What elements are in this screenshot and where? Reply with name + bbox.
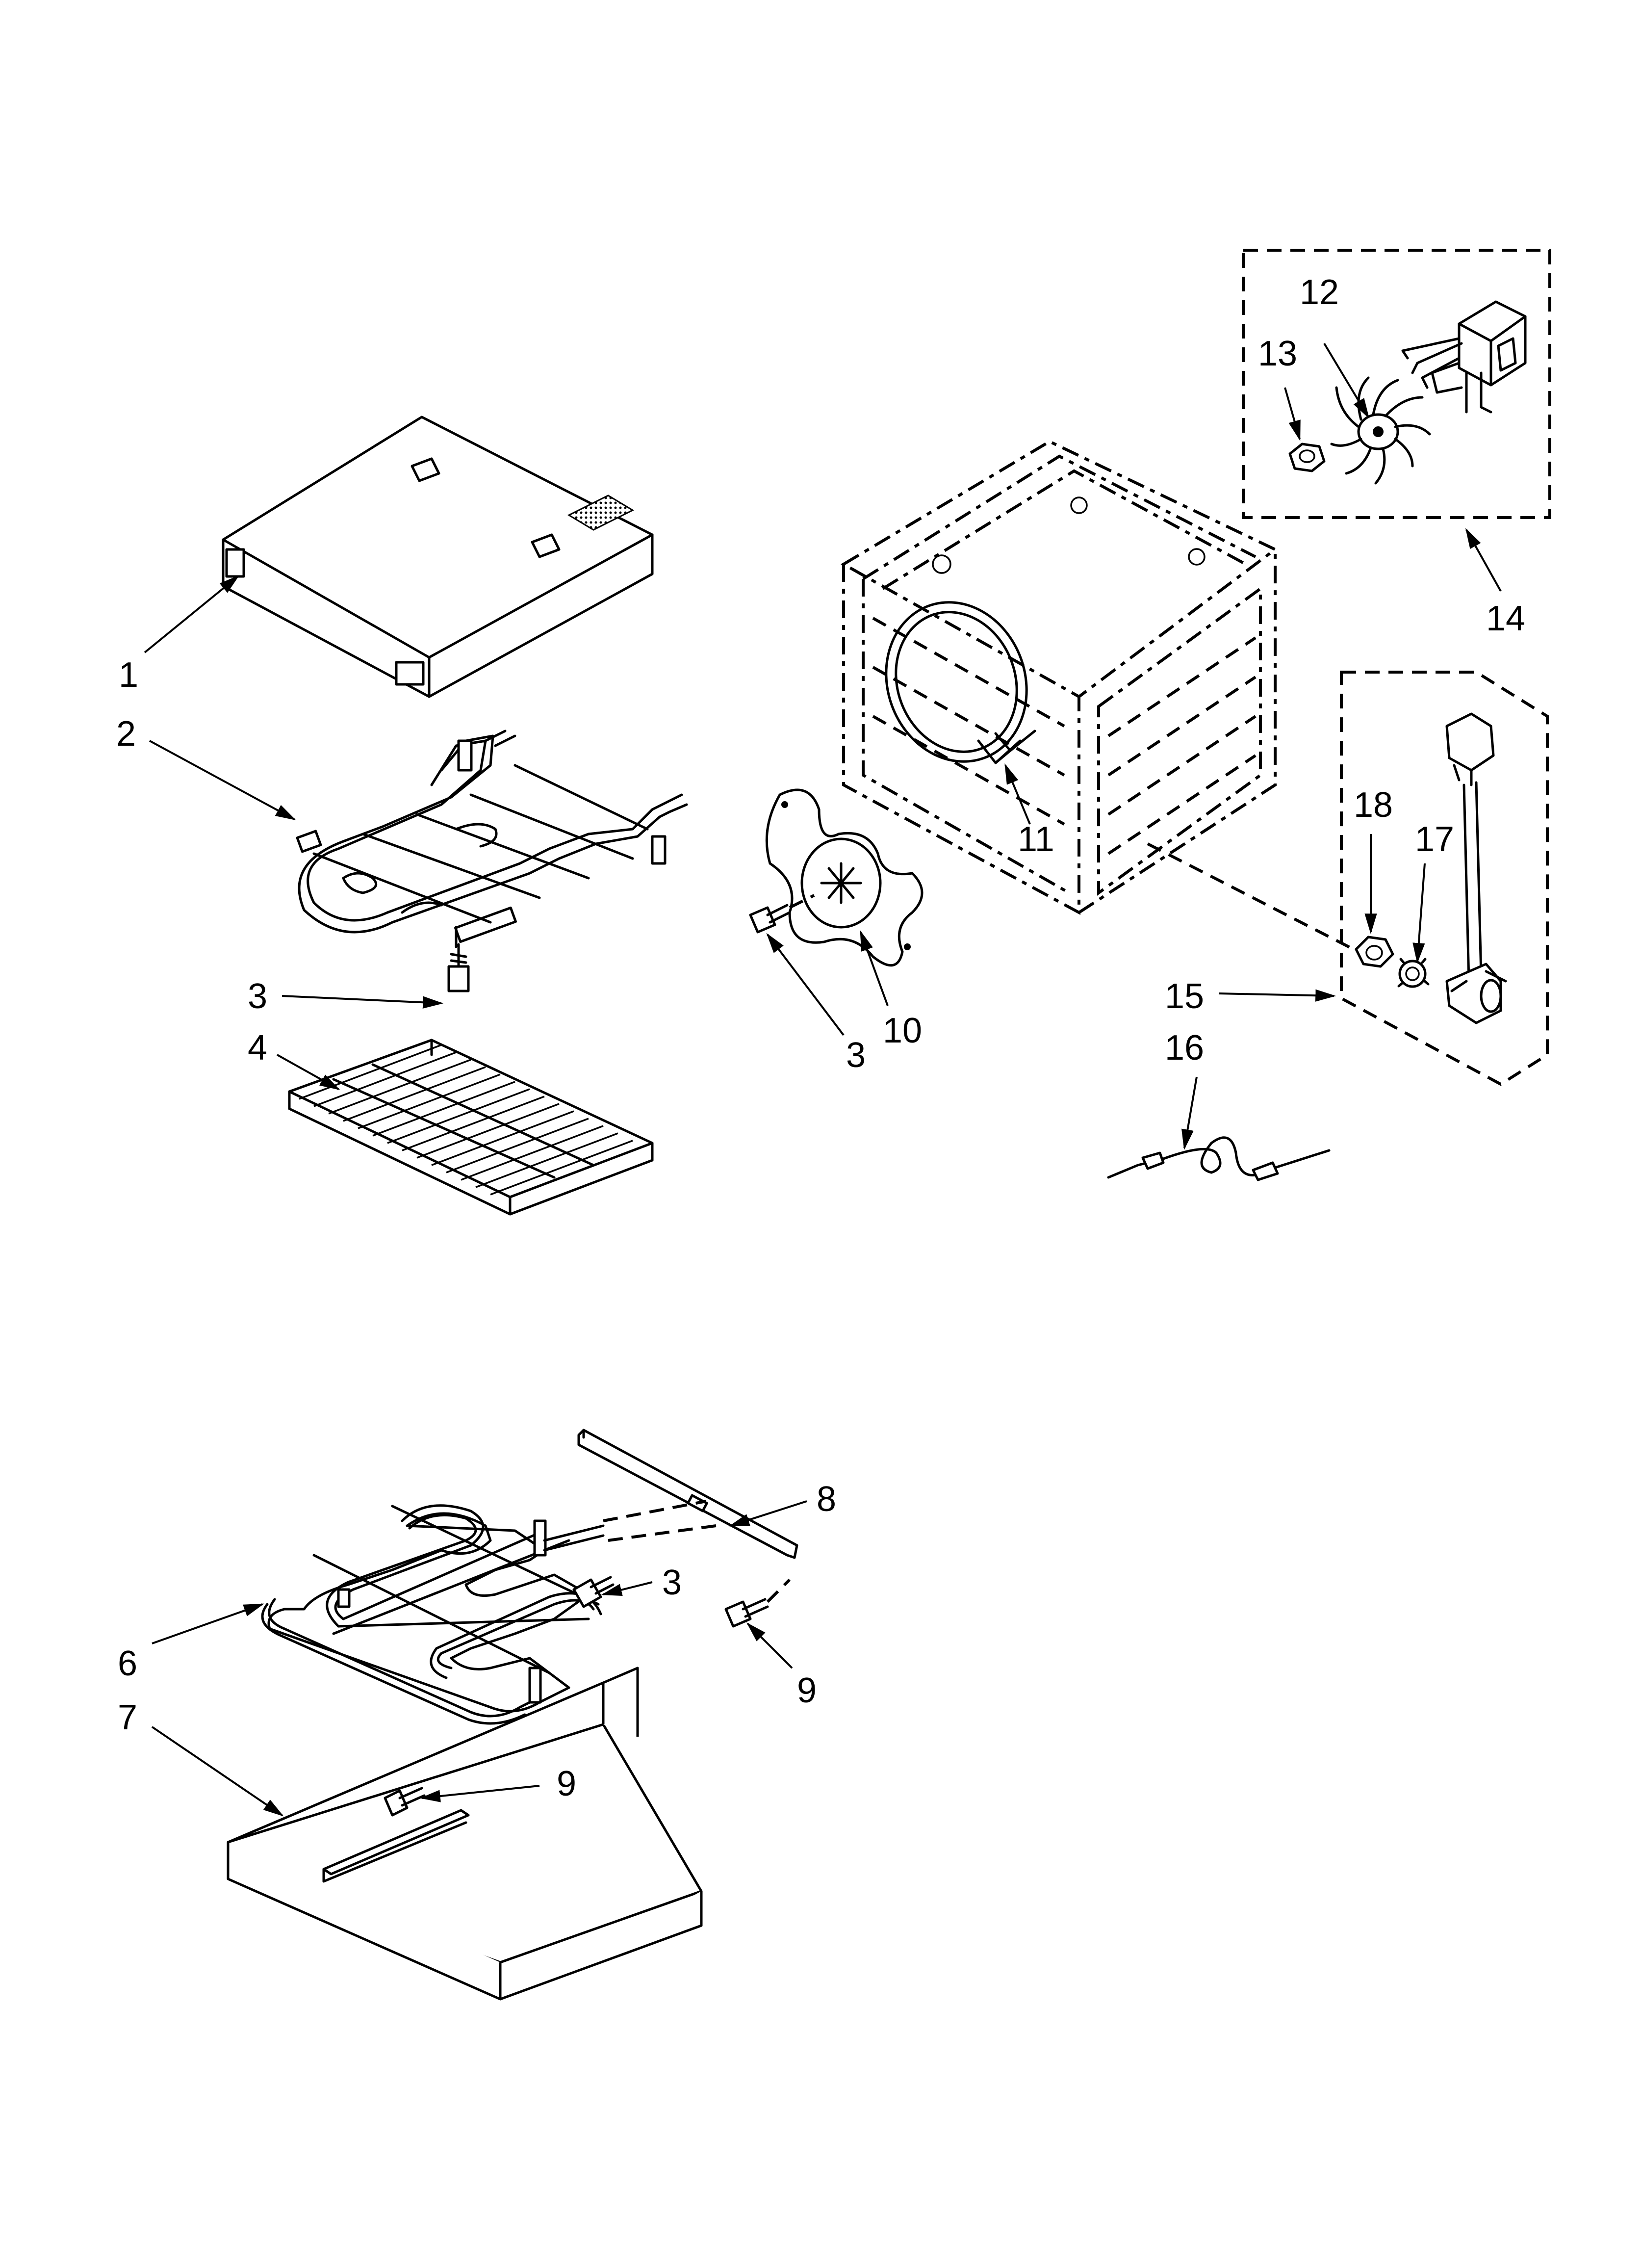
callout-10: 10 bbox=[883, 1011, 922, 1050]
sensor-leader-line bbox=[1147, 842, 1355, 951]
callout-12: 12 bbox=[1300, 273, 1339, 312]
callout-7: 7 bbox=[118, 1698, 137, 1737]
convection-element-part bbox=[885, 601, 1036, 764]
leader-arrows bbox=[144, 342, 1502, 1817]
screw-9-bottom-part bbox=[384, 1787, 426, 1817]
callout-13: 13 bbox=[1258, 334, 1297, 373]
sensor-kit-box bbox=[1340, 671, 1549, 1086]
callout-11: 11 bbox=[1018, 820, 1054, 859]
screw-9-top-part bbox=[724, 1578, 791, 1628]
callout-1: 1 bbox=[119, 655, 138, 695]
fan-blade-part bbox=[1330, 376, 1431, 485]
callout-6: 6 bbox=[118, 1644, 137, 1683]
callout-3-c: 3 bbox=[846, 1036, 866, 1075]
fan-cover-part bbox=[765, 788, 924, 967]
callout-3-b: 3 bbox=[662, 1563, 682, 1602]
nut-18-part bbox=[1355, 936, 1394, 968]
fan-motor-kit-box bbox=[1242, 249, 1551, 519]
callout-4: 4 bbox=[248, 1028, 267, 1068]
callout-3-a: 3 bbox=[248, 977, 267, 1016]
callout-14: 14 bbox=[1486, 599, 1525, 638]
drawer-pan-part bbox=[227, 1667, 703, 2001]
callout-9-b: 9 bbox=[557, 1764, 576, 1803]
washer-17-part bbox=[1397, 958, 1430, 988]
oven-rack-part bbox=[288, 1039, 654, 1216]
fan-cover-screw-part bbox=[749, 894, 815, 934]
callout-9-a: 9 bbox=[797, 1671, 817, 1710]
callout-18: 18 bbox=[1354, 785, 1393, 825]
callout-16: 16 bbox=[1165, 1028, 1204, 1068]
fan-motor-part bbox=[1401, 300, 1527, 414]
sensor-part bbox=[1445, 712, 1507, 1024]
screw-part bbox=[447, 943, 470, 992]
callout-17: 17 bbox=[1415, 820, 1454, 859]
nut-13-part bbox=[1288, 443, 1326, 472]
callout-2: 2 bbox=[116, 714, 136, 754]
top-panel-part bbox=[222, 416, 654, 698]
bake-element-part bbox=[296, 730, 688, 948]
callout-8: 8 bbox=[817, 1480, 836, 1519]
bracket-part bbox=[577, 1429, 798, 1559]
broil-element-part bbox=[261, 1504, 605, 1725]
meat-probe-part bbox=[1107, 1136, 1331, 1181]
oven-cavity-outline bbox=[841, 440, 1278, 915]
callout-15: 15 bbox=[1165, 977, 1204, 1016]
broil-screw-part bbox=[572, 1576, 615, 1608]
